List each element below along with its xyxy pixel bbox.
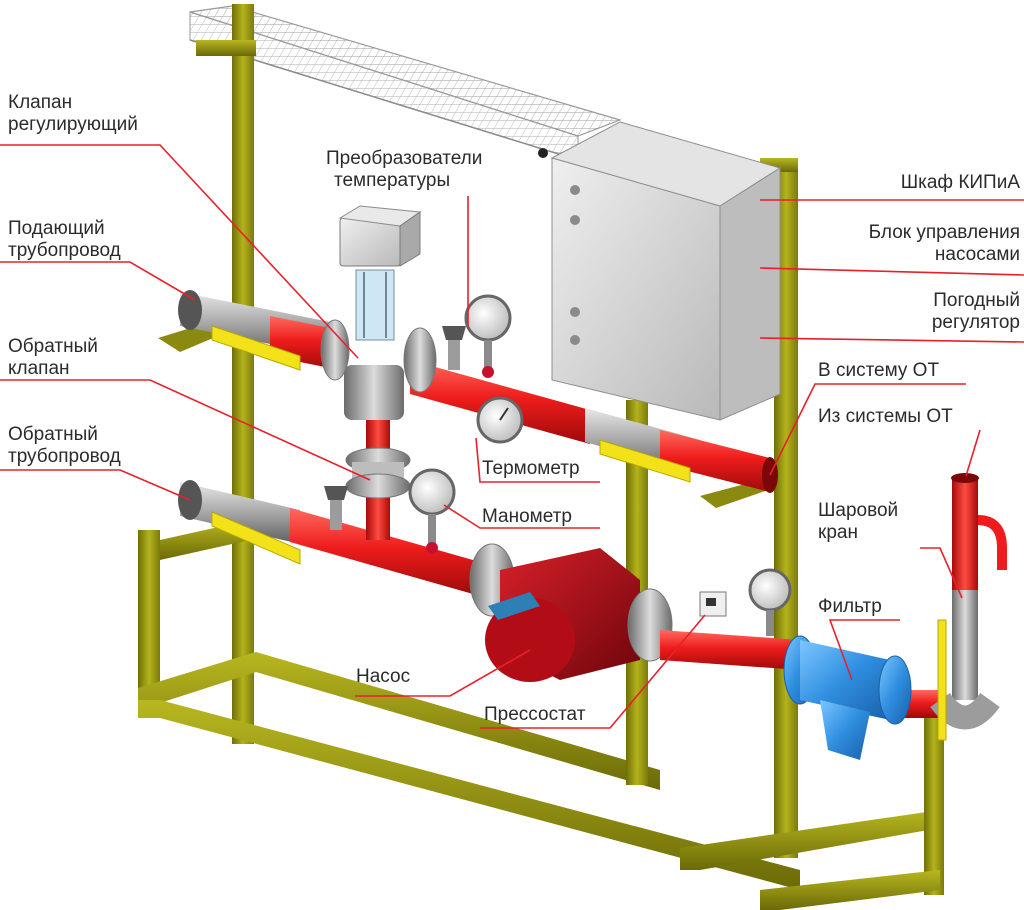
leader-lines: [0, 144, 1024, 729]
label-supply-pipe-line1: Подающий: [8, 218, 105, 239]
label-weather-regulator: Погодный регулятор: [932, 290, 1020, 334]
label-return-pipe: Обратный трубопровод: [8, 424, 121, 468]
filter: [783, 635, 912, 760]
label-pump-control-line2: насосами: [934, 244, 1020, 265]
label-control-valve-line1: Клапан: [8, 92, 73, 113]
thermometer: [476, 396, 524, 444]
manometer: [408, 468, 456, 554]
manometer-top: [464, 294, 512, 378]
pump: [469, 543, 673, 682]
label-weather-regulator-line1: Погодный: [933, 290, 1020, 311]
label-control-valve-line2: регулирующий: [8, 114, 138, 135]
label-control-valve: Клапан регулирующий: [8, 92, 138, 136]
label-return-pipe-line2: трубопровод: [8, 446, 121, 467]
cable-tray: [189, 5, 622, 161]
label-pressostat: Прессостат: [484, 704, 586, 725]
label-to-system: В систему ОТ: [818, 360, 940, 381]
label-temperature-sensors-line2: температуры: [334, 170, 451, 191]
label-manometer: Манометр: [482, 506, 572, 527]
manometer-pump: [748, 568, 792, 636]
label-from-system: Из системы ОТ: [818, 406, 953, 427]
label-temperature-sensors: Преобразователи температуры: [326, 148, 482, 192]
label-ball-valve: Шаровой кран: [818, 500, 898, 544]
control-valve: [320, 205, 437, 420]
label-weather-regulator-line2: регулятор: [931, 312, 1020, 333]
return-riser: [930, 473, 1007, 730]
label-ball-valve-line2: кран: [818, 522, 858, 543]
label-return-pipe-line1: Обратный: [8, 424, 98, 445]
label-thermometer: Термометр: [482, 458, 580, 479]
label-pump-control: Блок управления насосами: [869, 222, 1020, 266]
label-pump-control-line1: Блок управления: [868, 222, 1020, 243]
label-pump: Насос: [356, 666, 411, 687]
label-check-valve-line2: клапан: [8, 358, 70, 379]
label-temperature-sensors-line1: Преобразователи: [326, 148, 483, 169]
label-cabinet: Шкаф КИПиА: [900, 172, 1020, 193]
label-ball-valve-line1: Шаровой: [818, 500, 899, 521]
label-check-valve-line1: Обратный: [8, 336, 98, 357]
label-check-valve: Обратный клапан: [8, 336, 98, 380]
ball-valve-handles: [211, 325, 947, 741]
control-cabinet: [538, 121, 782, 421]
temperature-sensors: [324, 326, 466, 530]
label-filter: Фильтр: [818, 596, 882, 617]
label-supply-pipe-line2: трубопровод: [8, 240, 121, 261]
outlet-pipeline: [660, 591, 940, 718]
label-supply-pipe: Подающий трубопровод: [8, 218, 121, 262]
